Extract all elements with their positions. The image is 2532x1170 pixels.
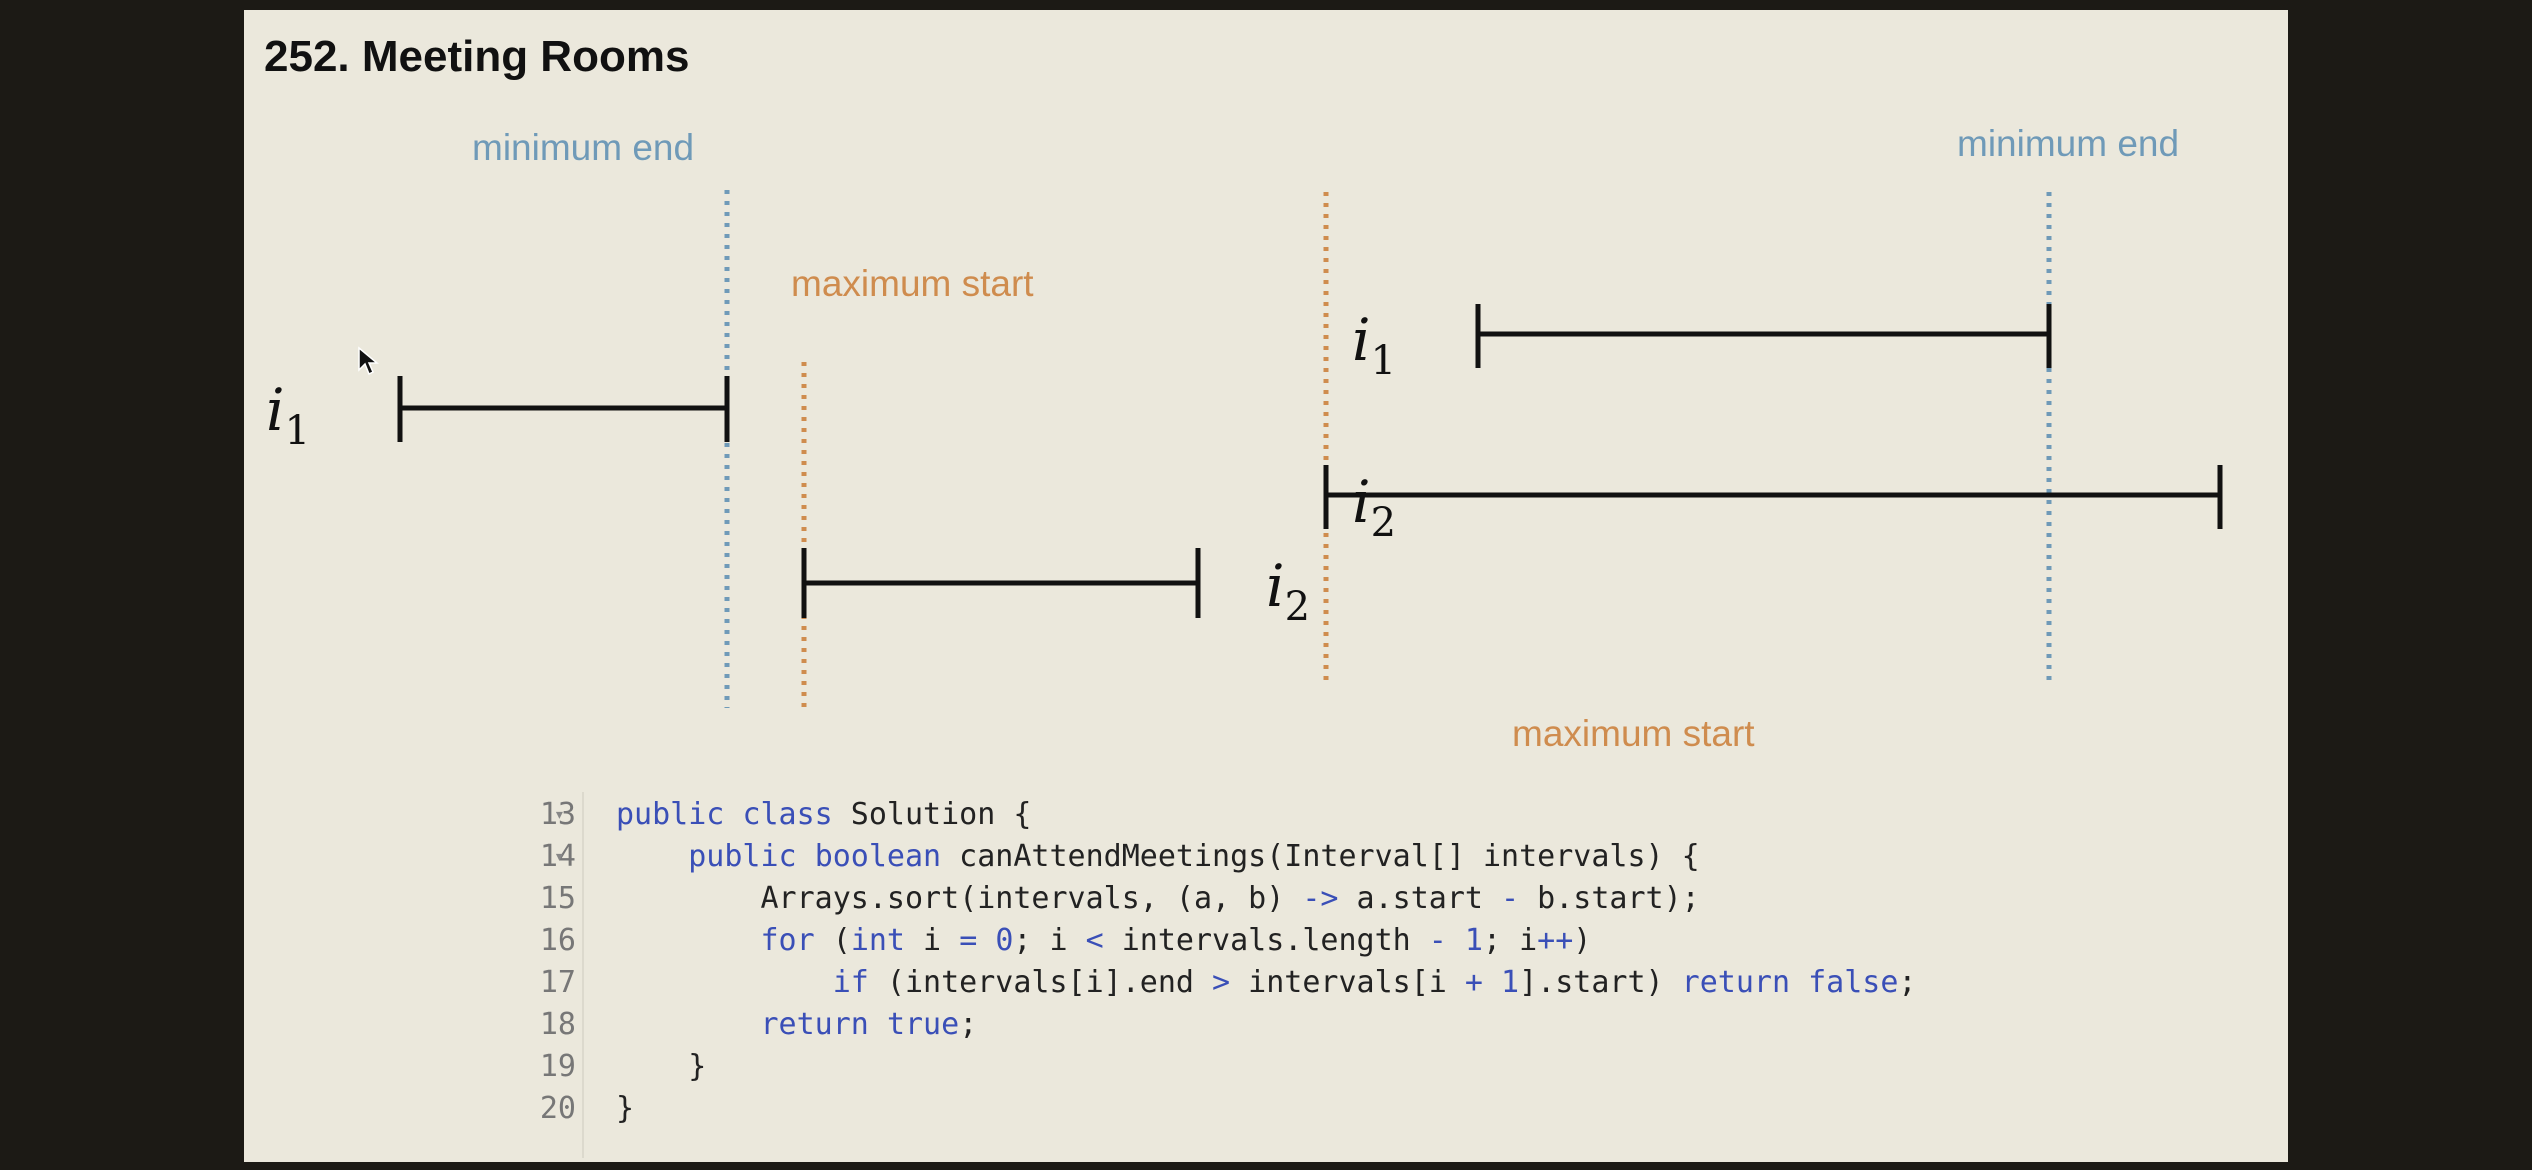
line-number: 15 (539, 881, 576, 916)
code-line: 13▾ public class Solution { (436, 794, 2276, 836)
fold-arrow-icon[interactable]: ▾ (554, 846, 565, 867)
left-i2-label: i2 (1266, 552, 1310, 630)
left-max-start-label: maximum start (791, 263, 1034, 304)
code-text: for (int i = 0; i < intervals.length - 1… (760, 923, 1592, 958)
right-interval-i2 (1323, 465, 2223, 529)
left-interval-i2 (801, 548, 1201, 618)
intervals-diagram: minimum end maximum start i1 i2 minimum … (266, 123, 2223, 754)
right-min-end-label: minimum end (1957, 123, 2179, 164)
fold-arrow-icon[interactable]: ▾ (554, 804, 565, 825)
code-line: 20} (436, 1088, 2276, 1130)
line-number: 16 (539, 923, 576, 958)
code-line: 15 Arrays.sort(intervals, (a, b) -> a.st… (436, 878, 2276, 920)
code-line: 19 } (436, 1046, 2276, 1088)
line-number: 18 (539, 1007, 576, 1042)
code-text: public class Solution { (616, 797, 1032, 832)
code-line: 14▾ public boolean canAttendMeetings(Int… (436, 836, 2276, 878)
line-number: 14 (539, 839, 576, 874)
line-number: 17 (539, 965, 576, 1000)
code-line: 17 if (intervals[i].end > intervals[i + … (436, 962, 2276, 1004)
line-number: 19 (539, 1049, 576, 1084)
code-text: if (intervals[i].end > intervals[i + 1].… (832, 965, 1917, 1000)
code-text: } (616, 1091, 635, 1126)
line-number: 20 (539, 1091, 576, 1126)
line-number: 13 (539, 797, 576, 832)
slide-title: 252. Meeting Rooms (264, 32, 690, 81)
gutter-divider (582, 792, 584, 1158)
code-text: return true; (760, 1007, 978, 1042)
mouse-pointer-icon (358, 346, 379, 376)
left-interval-i1 (397, 376, 730, 442)
right-interval-i1 (1475, 304, 2052, 368)
code-line: 18 return true; (436, 1004, 2276, 1046)
code-text: public boolean canAttendMeetings(Interva… (688, 839, 1700, 874)
right-i1-label: i1 (1352, 306, 1396, 384)
code-text: Arrays.sort(intervals, (a, b) -> a.start… (616, 881, 1700, 916)
code-text: } (616, 1049, 707, 1084)
code-editor: 13▾public class Solution {14▾ public boo… (436, 792, 2276, 1158)
right-i2-label: i2 (1352, 468, 1396, 546)
code-line: 16 for (int i = 0; i < intervals.length … (436, 920, 2276, 962)
slide: 252. Meeting Rooms minimum end maximum s… (244, 10, 2288, 1162)
left-i1-label: i1 (266, 376, 310, 454)
right-max-start-label: maximum start (1512, 713, 1755, 754)
left-min-end-label: minimum end (472, 127, 694, 168)
